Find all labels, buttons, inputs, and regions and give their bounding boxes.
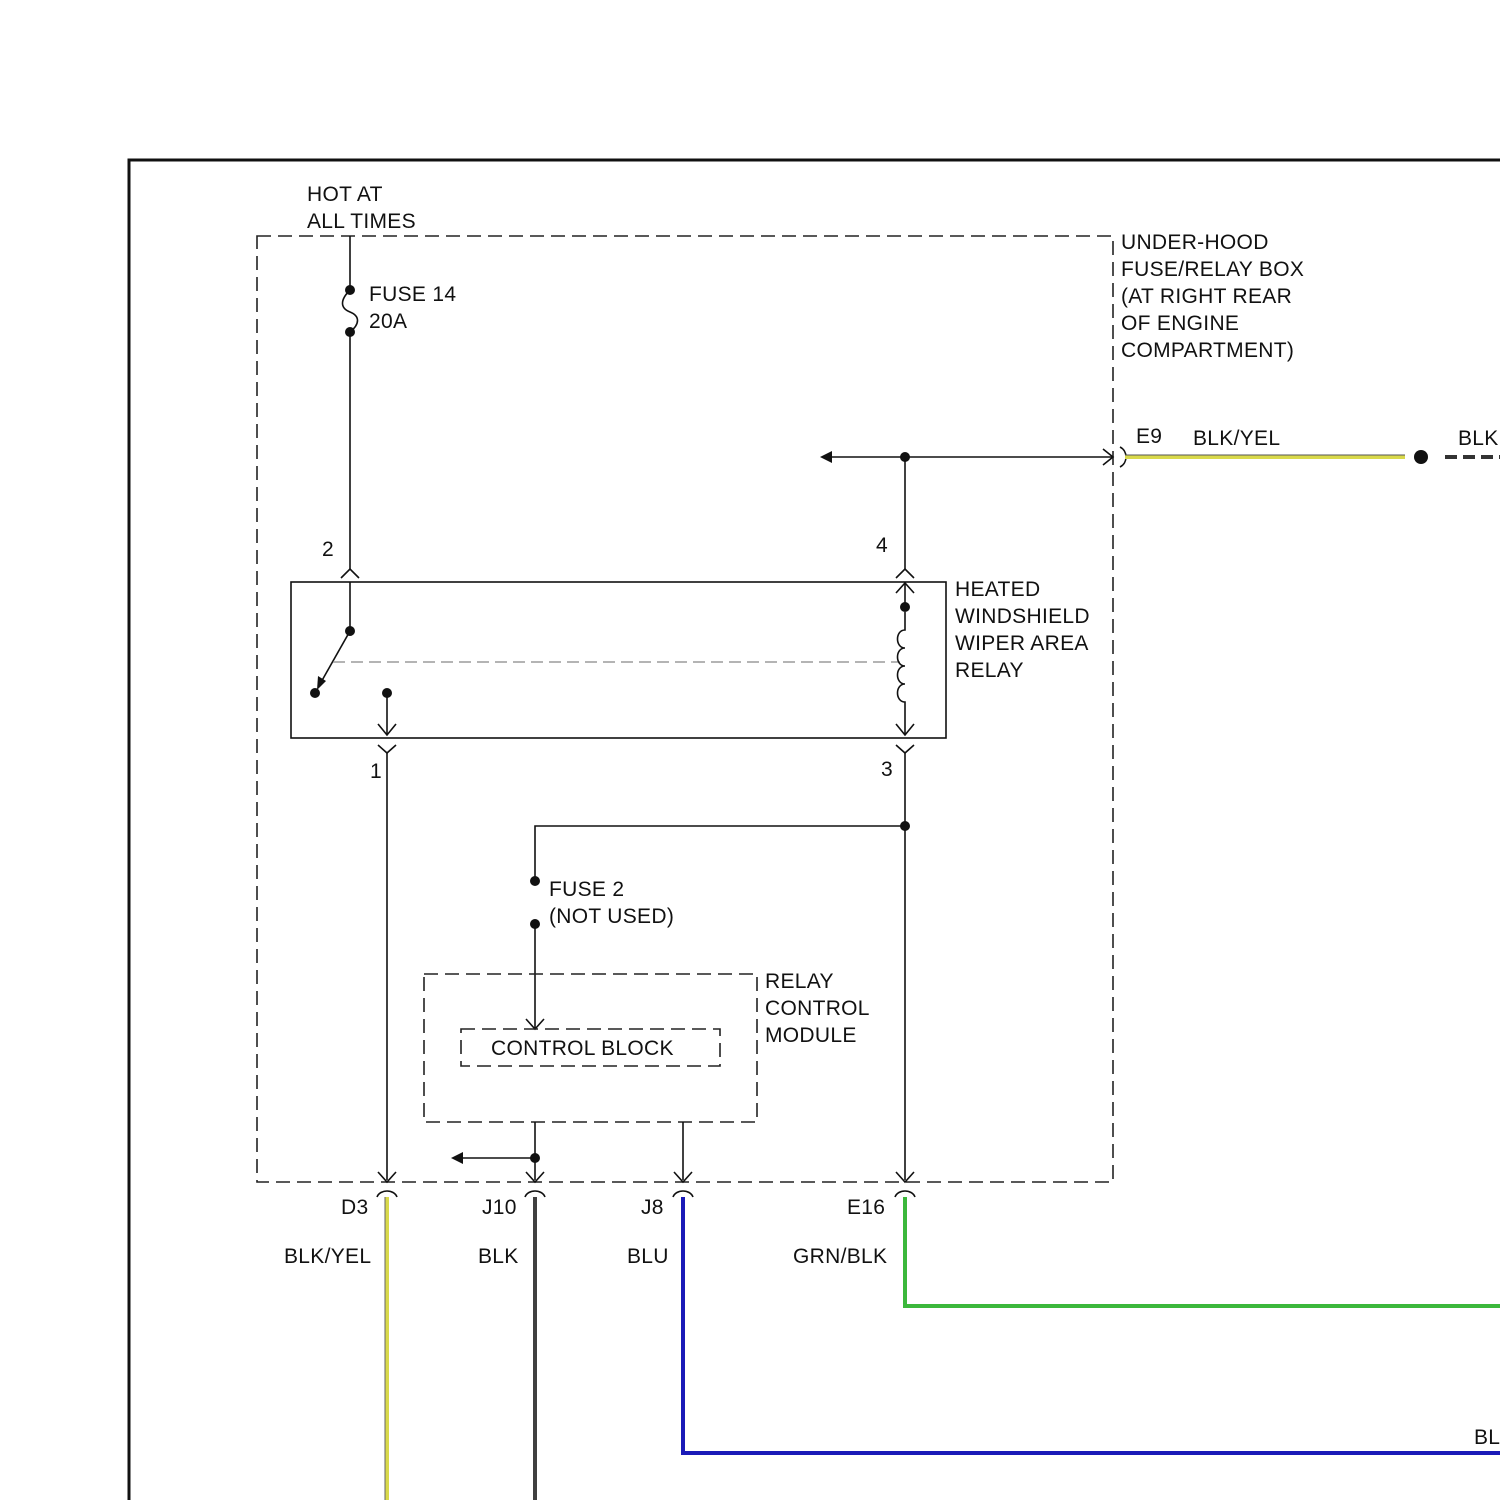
fuse-relay-box-outline [257, 236, 1113, 1182]
e16-wire [905, 1197, 1500, 1306]
j10-connector [525, 1191, 545, 1197]
relay-pin-3: 3 [881, 758, 893, 781]
e16-connector [895, 1191, 915, 1197]
pin4-connector [896, 569, 914, 578]
fuse2-note: (NOT USED) [549, 905, 674, 928]
j8-wire-continuation-color: BL [1474, 1426, 1500, 1449]
relay-body [291, 582, 946, 738]
relay-label-line4: RELAY [955, 659, 1024, 682]
fuse-box-label-line3: (AT RIGHT REAR [1121, 285, 1292, 308]
pin3-connector [896, 745, 914, 753]
relay-switch-blade [320, 631, 350, 684]
pin2-connector [341, 569, 359, 578]
e9-splice [1414, 450, 1428, 464]
d3-connector-id: D3 [341, 1196, 368, 1219]
relay-coil [898, 612, 906, 735]
e9-connector-id: E9 [1136, 425, 1162, 448]
relay-pin-1: 1 [370, 760, 382, 783]
e9-arrow-head-left [820, 451, 832, 463]
relay-label-line1: HEATED [955, 578, 1040, 601]
d3-connector [377, 1191, 397, 1197]
diagram-frame [129, 160, 1500, 1500]
module-label-line2: CONTROL [765, 997, 870, 1020]
relay-label-line3: WIPER AREA [955, 632, 1089, 655]
supply-label-line1: HOT AT [307, 183, 383, 206]
e9-wire-continuation-color: BLK [1458, 427, 1499, 450]
relay-switch-contact-nc [310, 688, 320, 698]
control-block-label: CONTROL BLOCK [491, 1037, 674, 1060]
relay-coil-terminal [900, 602, 910, 612]
j8-connector-id: J8 [641, 1196, 664, 1219]
j10-connector-id: J10 [482, 1196, 517, 1219]
d3-wire-color: BLK/YEL [284, 1245, 371, 1268]
fuse14-name: FUSE 14 [369, 283, 456, 306]
fuse-box-label-line5: COMPARTMENT) [1121, 339, 1294, 362]
module-label-line1: RELAY [765, 970, 834, 993]
fuse-box-label-line1: UNDER-HOOD [1121, 231, 1269, 254]
e16-connector-id: E16 [847, 1196, 885, 1219]
e16-wire-color: GRN/BLK [793, 1245, 887, 1268]
fuse2-name: FUSE 2 [549, 878, 624, 901]
fuse14-rating: 20A [369, 310, 407, 333]
e9-wire-color: BLK/YEL [1193, 427, 1280, 450]
fuse2-branch-wire [535, 826, 905, 880]
fuse-box-label-line2: FUSE/RELAY BOX [1121, 258, 1304, 281]
supply-label-line2: ALL TIMES [307, 210, 416, 233]
pin1-connector [378, 745, 396, 753]
j8-connector [673, 1191, 693, 1197]
j8-wire-color: BLU [627, 1245, 669, 1268]
fuse2-terminal-top [530, 876, 540, 886]
relay-pin-2: 2 [322, 538, 334, 561]
fuse14-element [343, 290, 358, 332]
relay-pin-4: 4 [876, 534, 888, 557]
relay-switch-arrow [317, 676, 326, 690]
j10-branch-arrow-head [451, 1152, 463, 1164]
relay-label-line2: WINDSHIELD [955, 605, 1090, 628]
fuse-box-label-line4: OF ENGINE [1121, 312, 1239, 335]
module-label-line3: MODULE [765, 1024, 857, 1047]
j8-wire [683, 1197, 1500, 1453]
j10-wire-color: BLK [478, 1245, 519, 1268]
